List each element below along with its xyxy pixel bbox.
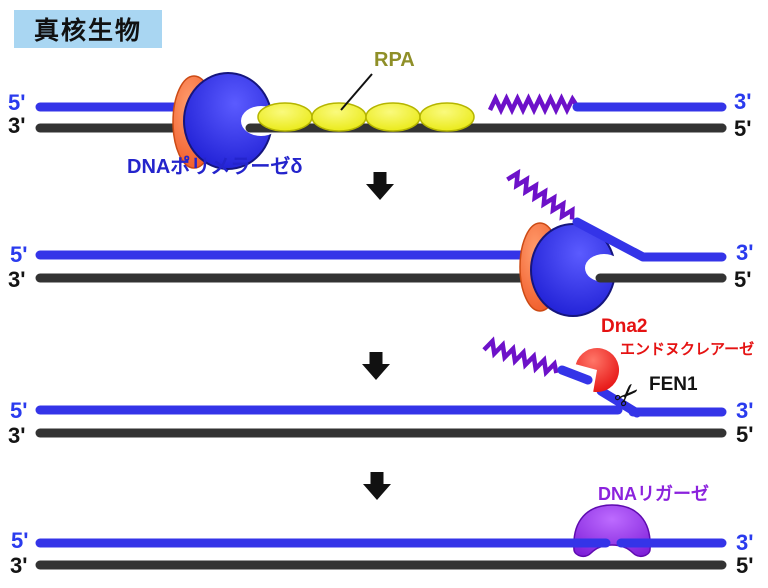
row2-left-3prime: 3' [8,267,26,292]
rpa-label: RPA [374,49,415,71]
row2-strand-displacement [35,168,727,317]
polymerase-delta-label: DNAポリメラーゼδ [127,156,303,178]
row3-flap-cleavage: ✂ [35,336,727,438]
row2-displaced-primer-zigzag [506,168,575,221]
row4-right-3prime: 3' [736,530,754,555]
row3-right-5prime: 5' [736,422,754,447]
row1-left-3prime: 3' [8,113,26,138]
dna-ligase-body [573,504,651,558]
down-arrow-2 [362,352,390,380]
row2-right-5prime: 5' [734,267,752,292]
row4-right-5prime: 5' [736,553,754,578]
row4-left-5prime: 5' [11,528,29,553]
dna2-label: Dna2 [601,316,648,337]
row1-left-5prime: 5' [8,90,26,115]
rpa-pointer-line [340,73,373,111]
row3-flap-base [596,386,642,418]
row3-cleaved-primer-zigzag [482,336,559,378]
row3-left-5prime: 5' [10,398,28,423]
row3-left-3prime: 3' [8,423,26,448]
rpa-oval-3 [365,102,421,132]
endonuclease-label: エンドヌクレアーゼ [620,341,755,358]
row1-right-5prime: 5' [734,116,752,141]
dna2-endonuclease-pacman [575,348,620,393]
row2-left-5prime: 5' [10,242,28,267]
rpa-oval-4 [419,102,475,132]
row1-rna-primer-zigzag [487,93,579,116]
row2-right-3prime: 3' [736,240,754,265]
rpa-oval-2 [311,102,367,132]
row3-cleaved-flap-piece [557,365,593,385]
row1-okazaki-initiation [35,72,727,170]
row1-right-3prime: 3' [734,89,752,114]
row4-left-3prime: 3' [10,553,28,578]
rpa-oval-1 [257,102,313,132]
row4-ligation [35,504,727,570]
dna-ligase-label: DNAリガーゼ [598,484,709,504]
down-arrow-1 [366,172,394,200]
down-arrow-3 [363,472,391,500]
row3-right-3prime: 3' [736,398,754,423]
fen1-label: FEN1 [649,374,698,395]
row2-displaced-flap [572,217,727,262]
title-eukaryote: 真核生物 [14,10,162,48]
